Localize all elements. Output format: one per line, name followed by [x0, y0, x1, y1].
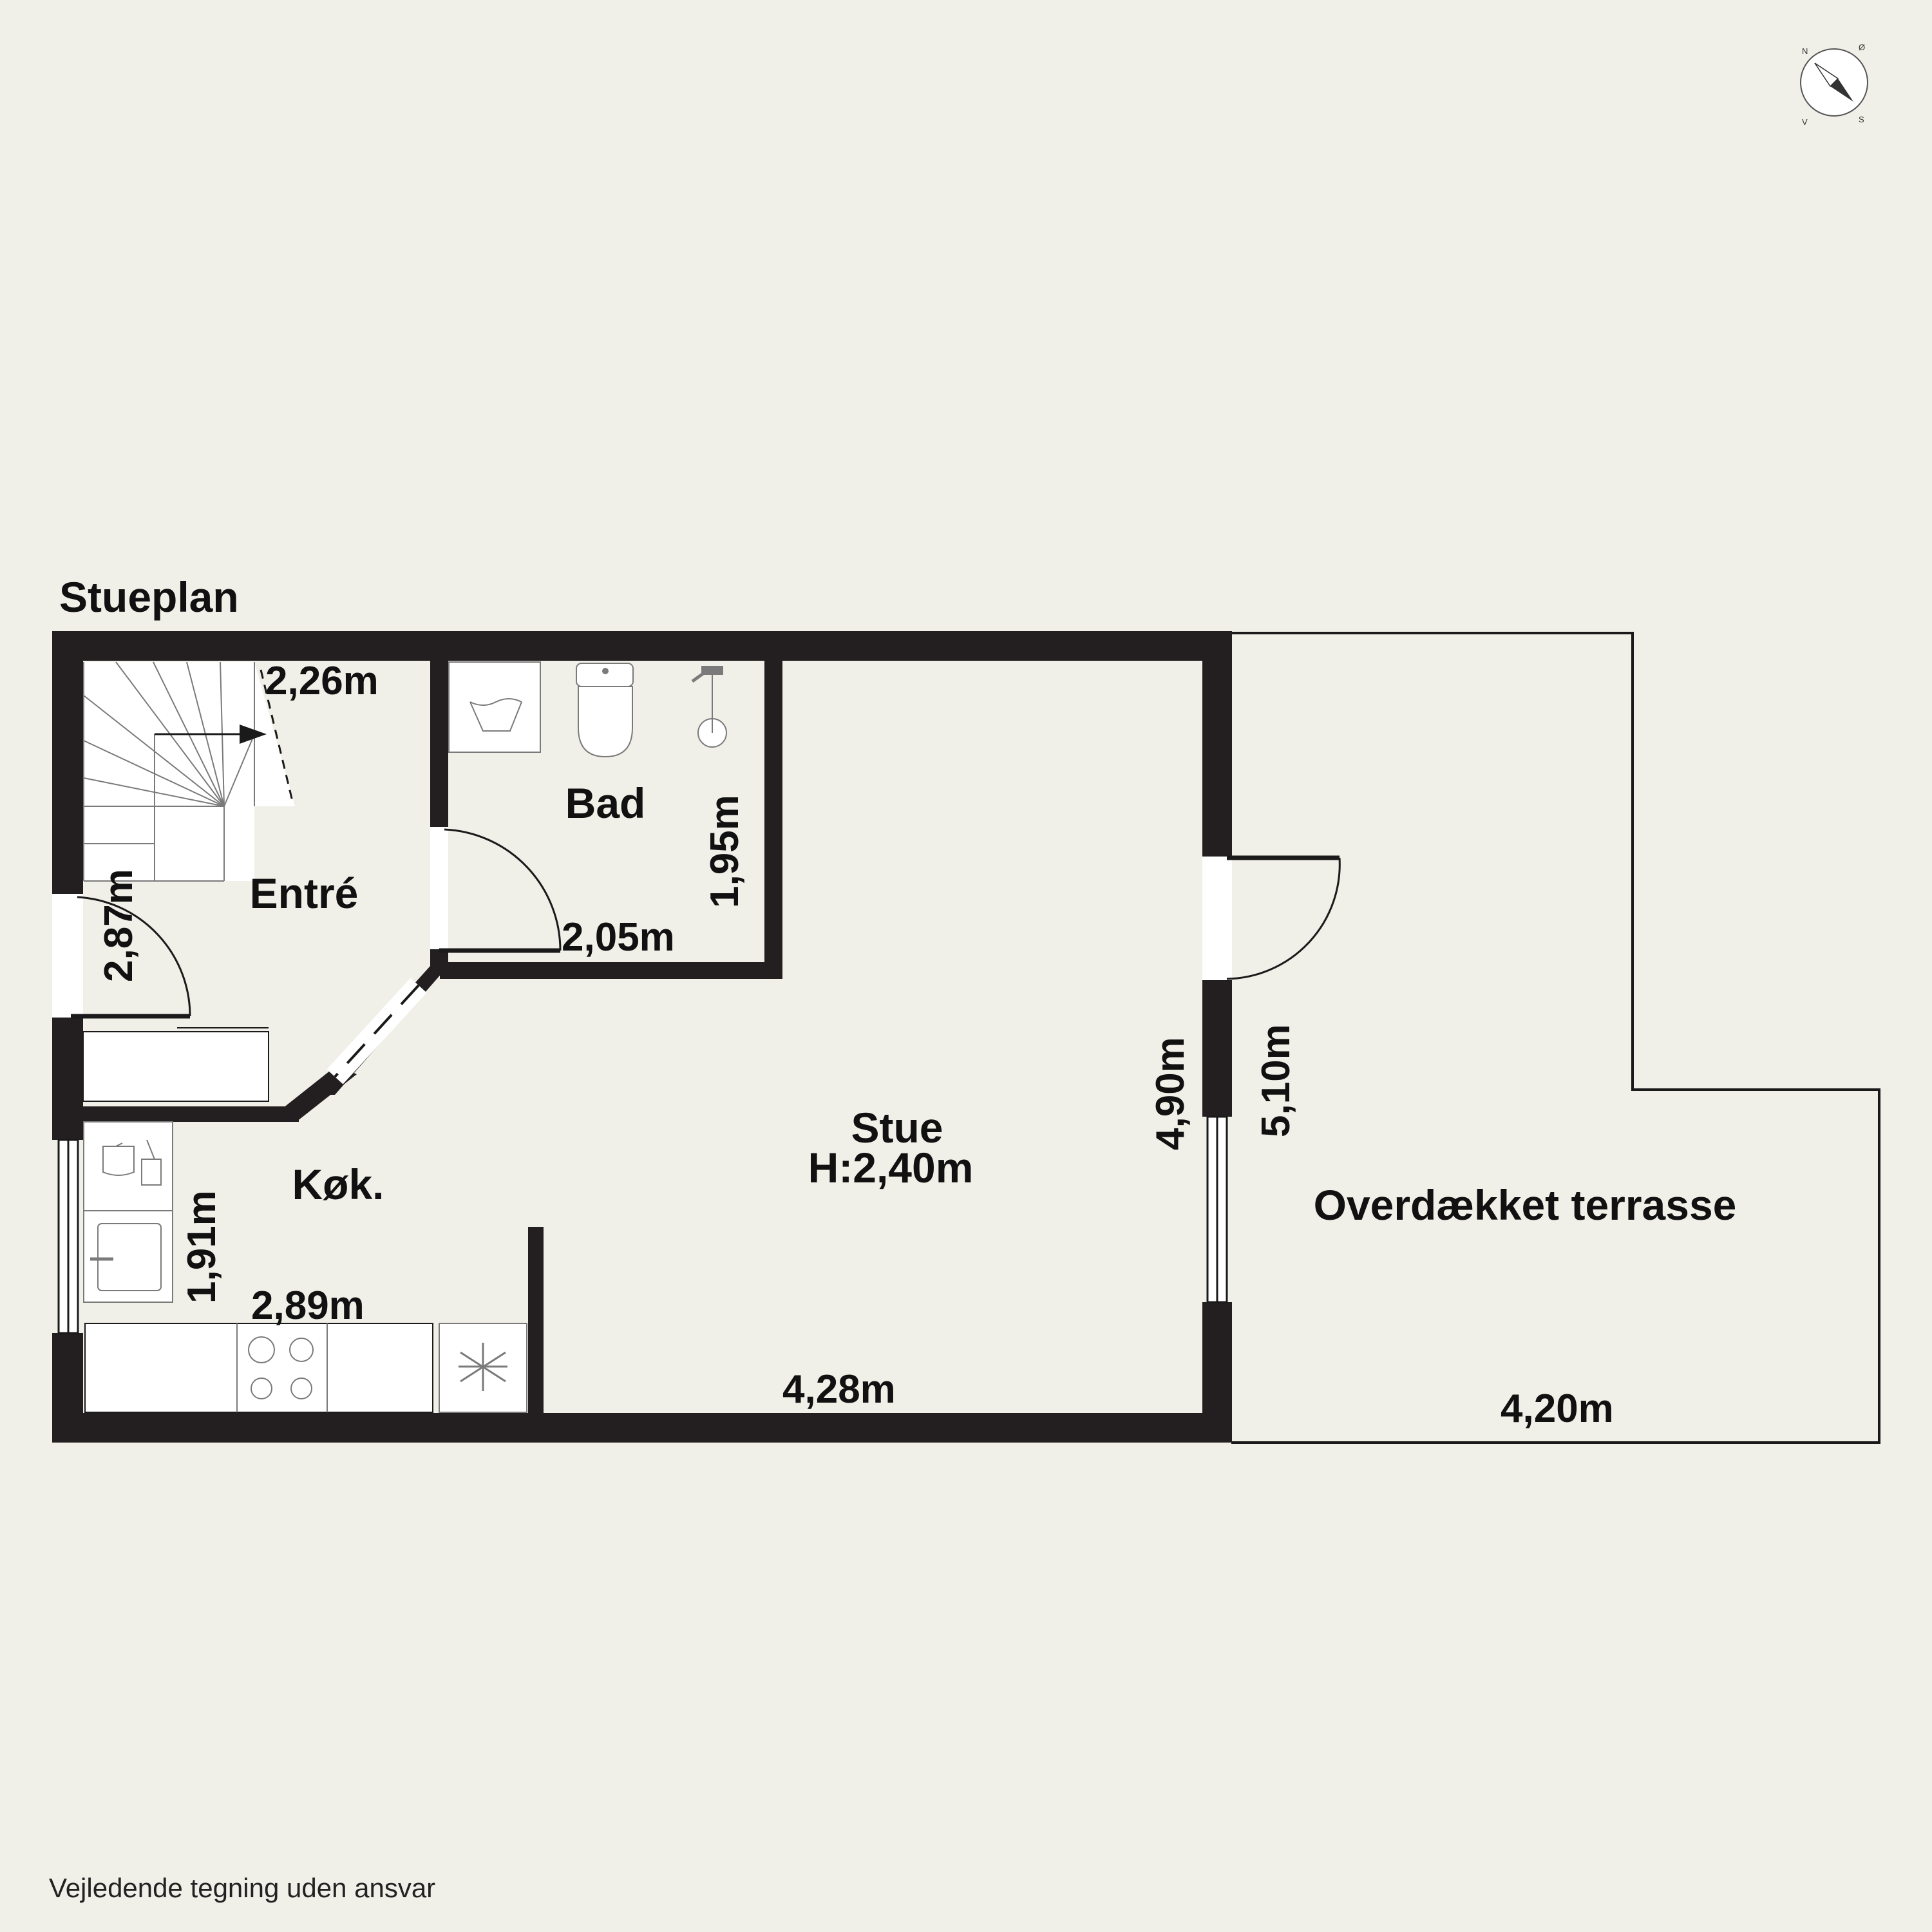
- stair-arrow-icon: [240, 724, 267, 744]
- room-label-stue: Stue: [851, 1104, 943, 1151]
- terrace-outline: [1231, 632, 1880, 1444]
- walls: [52, 631, 1232, 1443]
- compass-e: Ø: [1859, 43, 1865, 52]
- kitchen-fixtures: [83, 1121, 527, 1413]
- sink-icon: [97, 1223, 162, 1291]
- wall-kitchen-stub: [528, 1227, 544, 1414]
- dim-bad-depth: 1,95m: [703, 795, 747, 908]
- wall-bad-right: [764, 661, 782, 979]
- dim-bad-width: 2,05m: [562, 915, 675, 960]
- dim-stue-depth: 4,90m: [1148, 1037, 1193, 1150]
- wall-right-lower: [1202, 1302, 1232, 1443]
- footer-disclaimer: Vejledende tegning uden ansvar: [49, 1873, 435, 1903]
- stove-icon: [248, 1336, 314, 1399]
- wall-bottom: [52, 1413, 1232, 1443]
- compass-w: V: [1802, 117, 1808, 127]
- dim-terrasse-width: 4,20m: [1501, 1387, 1614, 1431]
- dim-terrasse-depth: 5,10m: [1254, 1024, 1298, 1137]
- dim-kokken-depth: 1,91m: [180, 1190, 224, 1303]
- plan-title: Stueplan: [59, 573, 239, 621]
- wall-bad-bottom: [440, 962, 782, 979]
- dim-entre-depth: 2,87m: [97, 869, 141, 982]
- wall-right-middle: [1202, 980, 1232, 1117]
- compass: N Ø S V: [1800, 43, 1868, 127]
- room-label-bad: Bad: [565, 779, 646, 827]
- wall-kitchen-horizontal: [83, 1106, 299, 1122]
- windows: [57, 978, 1228, 1334]
- wall-left-middle: [52, 1018, 83, 1140]
- dim-kokken-width: 2,89m: [251, 1283, 365, 1328]
- wall-left-upper: [52, 631, 83, 894]
- toilet-tank-icon: [576, 663, 634, 687]
- room-label-entre: Entré: [250, 869, 359, 917]
- wall-bad-left-upper: [430, 661, 448, 827]
- compass-s: S: [1859, 115, 1864, 124]
- bathroom-fixtures: [448, 661, 727, 758]
- dim-stue-width: 4,28m: [782, 1367, 896, 1412]
- wall-top: [52, 631, 1232, 661]
- dim-entre-width: 2,26m: [265, 659, 379, 703]
- compass-n: N: [1802, 46, 1808, 56]
- staircase: [83, 661, 295, 882]
- doors: [52, 827, 1341, 1019]
- room-label-kokken: Køk.: [292, 1160, 384, 1208]
- wall-right-upper: [1202, 631, 1232, 857]
- room-label-terrasse: Overdækket terrasse: [1314, 1181, 1737, 1229]
- room-label-stue-height: H:2,40m: [808, 1144, 974, 1191]
- entry-cabinet: [82, 1027, 269, 1102]
- toilet-bowl-icon: [578, 686, 633, 758]
